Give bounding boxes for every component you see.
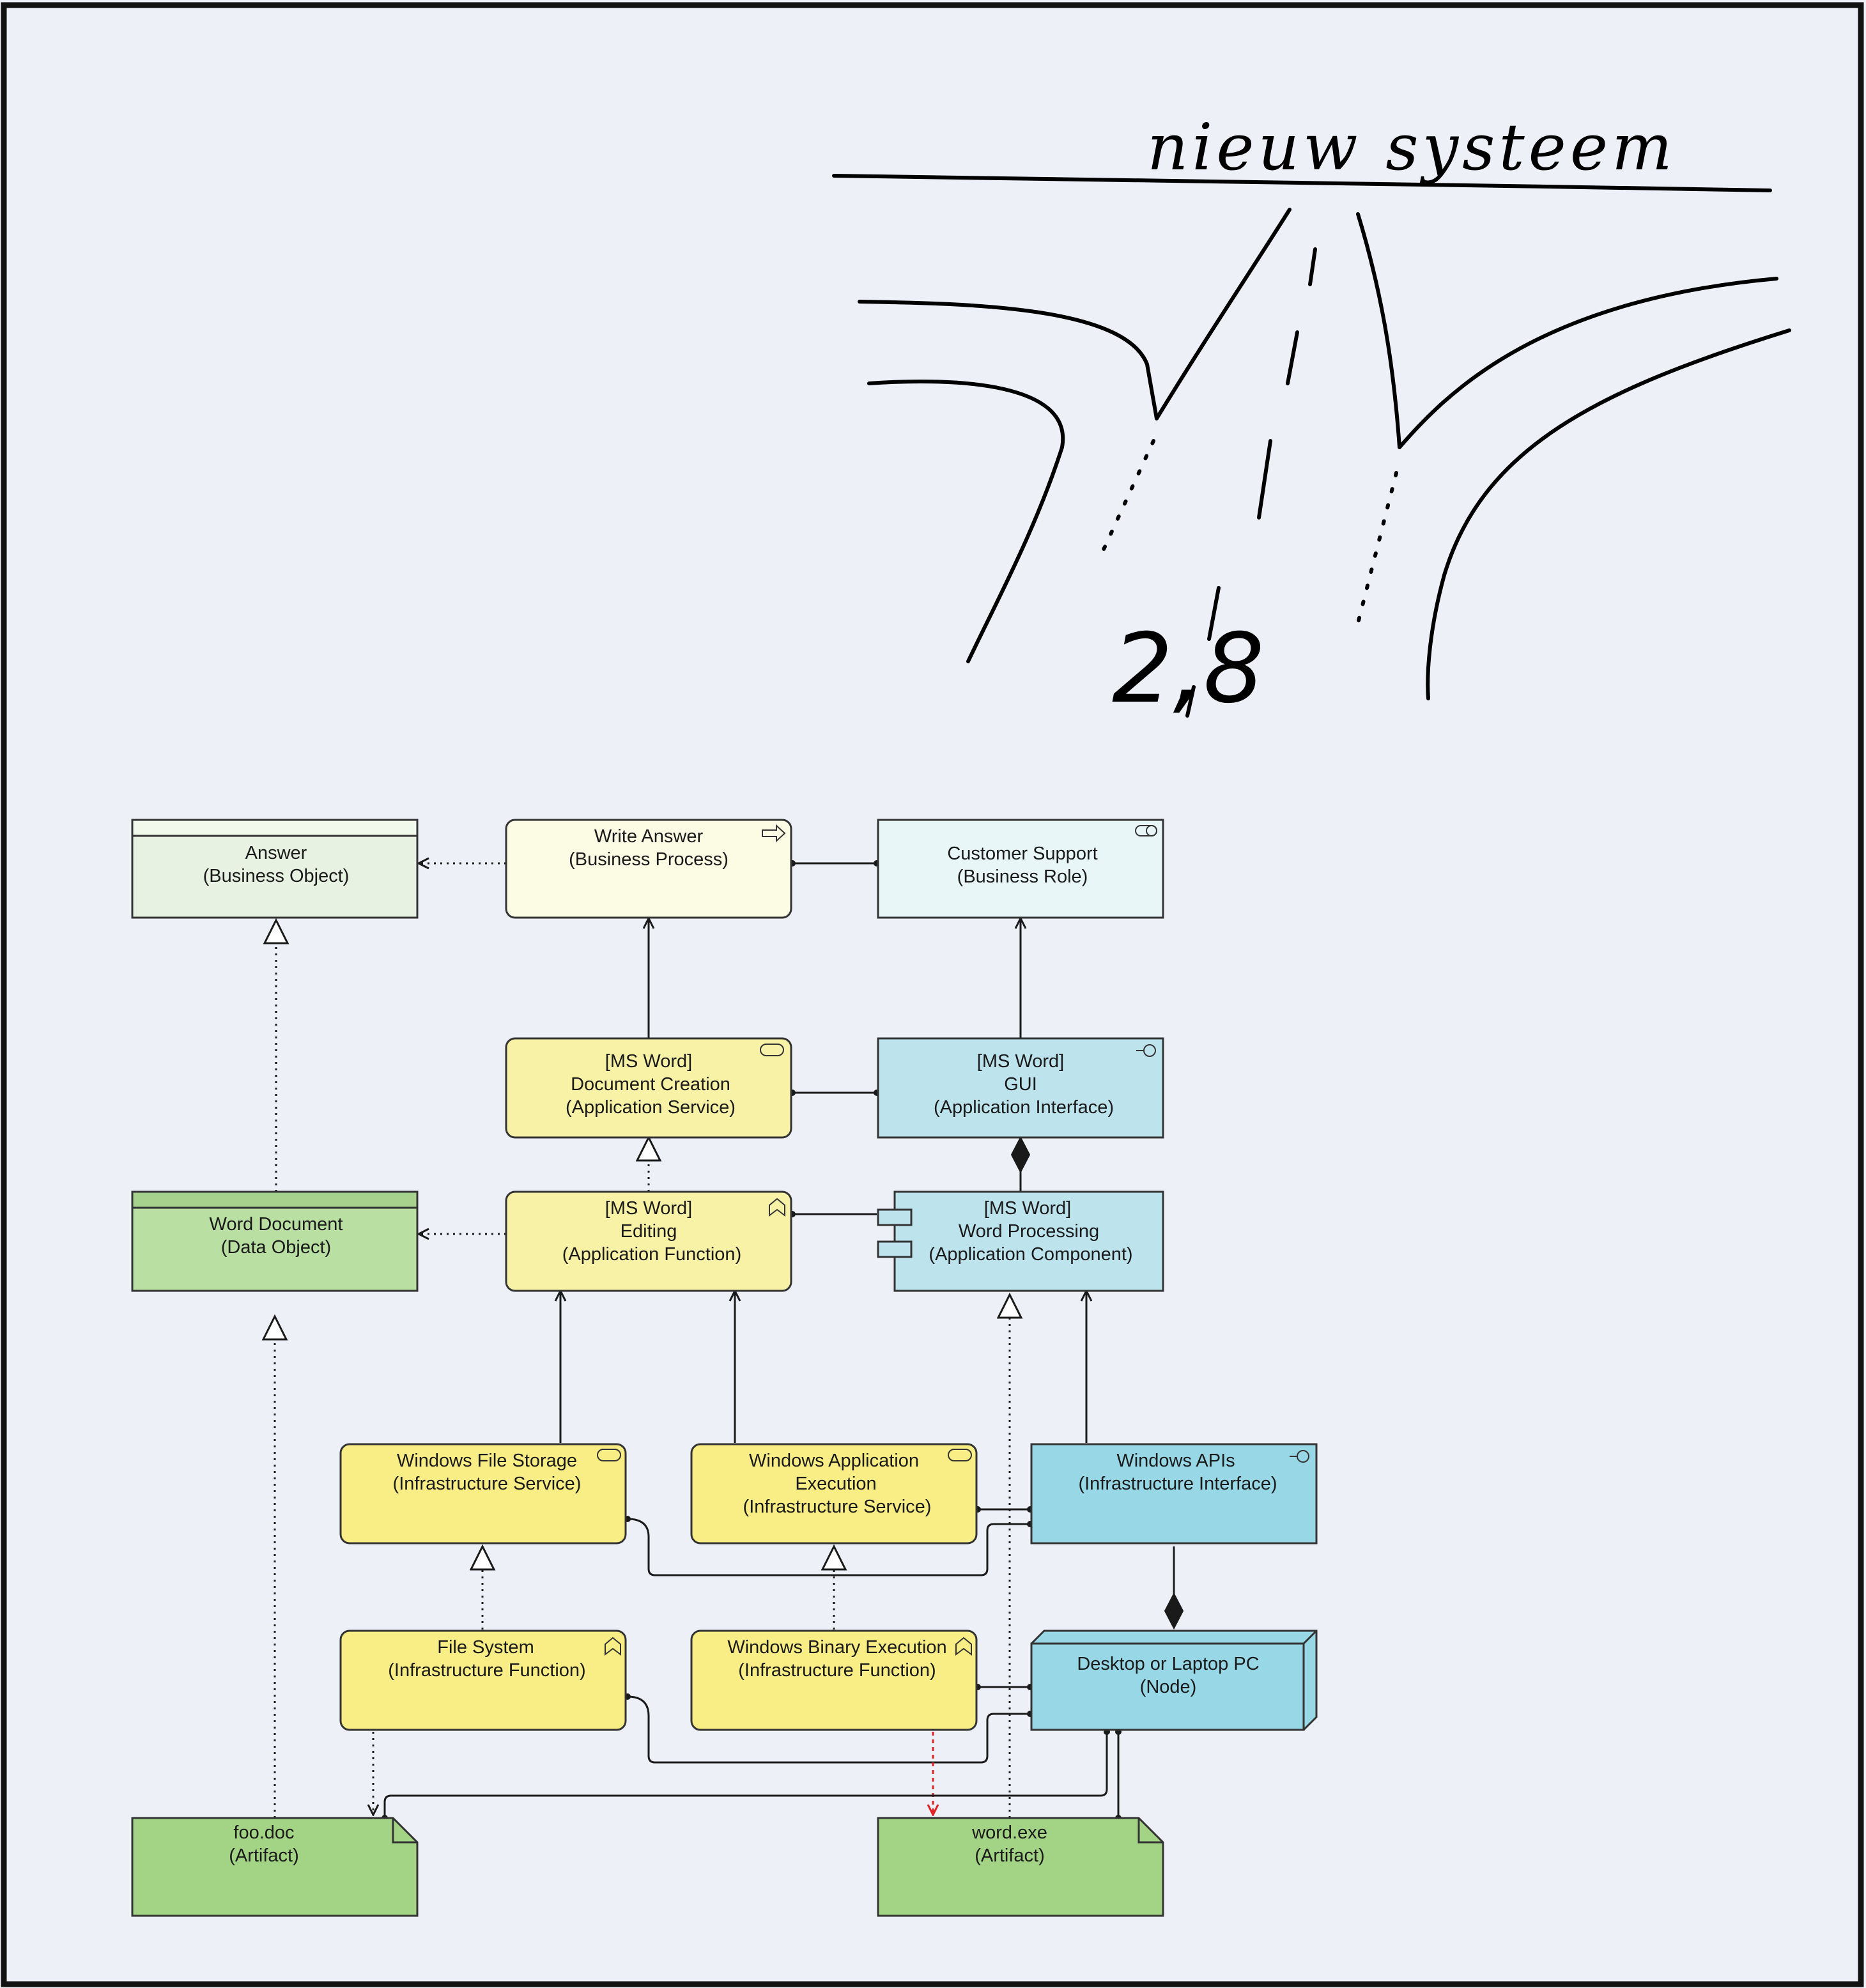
sketch-value: 2,8: [1112, 613, 1265, 725]
word-exe-artifact[interactable]: word.exe (Artifact): [877, 1817, 1164, 1917]
road-sketch: nieuw systeem 2,8: [832, 110, 1791, 725]
foo-doc-name: foo.doc: [233, 1822, 294, 1843]
answer-business-object[interactable]: Answer (Business Object): [131, 819, 419, 919]
answer-name: Answer: [245, 843, 307, 863]
windows-binary-execution-name: Windows Binary Execution: [727, 1637, 946, 1658]
document-creation-type: (Application Service): [566, 1097, 736, 1118]
function-icon: [605, 1637, 621, 1656]
windows-app-execution-type: (Infrastructure Service): [743, 1497, 932, 1517]
gui-name: GUI: [1004, 1074, 1037, 1095]
customer-support-type: (Business Role): [957, 867, 1088, 887]
customer-support-name: Customer Support: [947, 844, 1097, 864]
windows-app-execution-name: Windows Application: [749, 1451, 919, 1471]
windows-application-execution-infrastructure-service[interactable]: Windows Application Execution (Infrastru…: [690, 1443, 978, 1545]
component-tab-icon: [877, 1208, 913, 1226]
function-icon: [769, 1198, 785, 1217]
word-document-name: Word Document: [210, 1214, 343, 1235]
windows-apis-name: Windows APIs: [1116, 1451, 1235, 1471]
artifact-fold-icon: [1137, 1818, 1163, 1844]
write-answer-name: Write Answer: [594, 826, 704, 847]
customer-support-business-role[interactable]: Customer Support (Business Role): [877, 819, 1164, 919]
sketch-title: nieuw systeem: [1147, 110, 1676, 185]
answer-type: (Business Object): [203, 866, 350, 886]
process-arrow-icon: [762, 824, 786, 843]
windows-binary-execution-type: (Infrastructure Function): [738, 1660, 936, 1681]
windows-apis-infrastructure-interface[interactable]: Windows APIs (Infrastructure Interface): [1030, 1443, 1318, 1545]
gui-application-interface[interactable]: [MS Word] GUI (Application Interface): [877, 1037, 1164, 1139]
word-document-type: (Data Object): [221, 1237, 331, 1258]
editing-name: Editing: [621, 1221, 677, 1242]
windows-binary-execution-infrastructure-function[interactable]: Windows Binary Execution (Infrastructure…: [690, 1630, 978, 1731]
word-processing-name: Word Processing: [959, 1221, 1099, 1242]
file-system-type: (Infrastructure Function): [388, 1660, 585, 1681]
windows-file-storage-infrastructure-service[interactable]: Windows File Storage (Infrastructure Ser…: [339, 1443, 627, 1545]
desktop-pc-type: (Node): [1140, 1677, 1197, 1697]
write-answer-type: (Business Process): [569, 849, 729, 870]
document-creation-prefix: [MS Word]: [605, 1051, 692, 1072]
service-icon: [760, 1044, 784, 1056]
editing-prefix: [MS Word]: [605, 1198, 692, 1219]
file-system-name: File System: [437, 1637, 534, 1658]
editing-type: (Application Function): [562, 1244, 741, 1265]
function-icon: [955, 1637, 972, 1656]
word-exe-name: word.exe: [971, 1822, 1047, 1843]
write-answer-business-process[interactable]: Write Answer (Business Process): [505, 819, 792, 919]
windows-file-storage-name: Windows File Storage: [397, 1451, 577, 1471]
service-icon: [948, 1449, 972, 1461]
windows-app-execution-name2: Execution: [795, 1474, 876, 1494]
document-creation-name: Document Creation: [571, 1074, 730, 1095]
desktop-pc-name: Desktop or Laptop PC: [1077, 1654, 1259, 1674]
file-system-infrastructure-function[interactable]: File System (Infrastructure Function): [339, 1630, 627, 1731]
foo-doc-artifact[interactable]: foo.doc (Artifact): [131, 1817, 419, 1917]
document-creation-application-service[interactable]: [MS Word] Document Creation (Application…: [505, 1037, 792, 1139]
desktop-pc-node[interactable]: Desktop or Laptop PC (Node): [1030, 1630, 1318, 1731]
word-exe-type: (Artifact): [975, 1845, 1045, 1866]
editing-application-function[interactable]: [MS Word] Editing (Application Function): [505, 1190, 792, 1292]
word-processing-application-component[interactable]: [MS Word] Word Processing (Application C…: [877, 1190, 1164, 1292]
artifact-fold-icon: [392, 1818, 417, 1844]
word-processing-prefix: [MS Word]: [984, 1198, 1071, 1219]
foo-doc-type: (Artifact): [229, 1845, 299, 1866]
word-processing-type: (Application Component): [929, 1244, 1132, 1265]
gui-type: (Application Interface): [934, 1097, 1114, 1118]
service-icon: [597, 1449, 621, 1461]
word-document-data-object[interactable]: Word Document (Data Object): [131, 1190, 419, 1292]
gui-prefix: [MS Word]: [977, 1051, 1064, 1072]
windows-apis-type: (Infrastructure Interface): [1078, 1474, 1277, 1494]
windows-file-storage-type: (Infrastructure Service): [393, 1474, 582, 1494]
relationships: [275, 863, 1174, 1821]
